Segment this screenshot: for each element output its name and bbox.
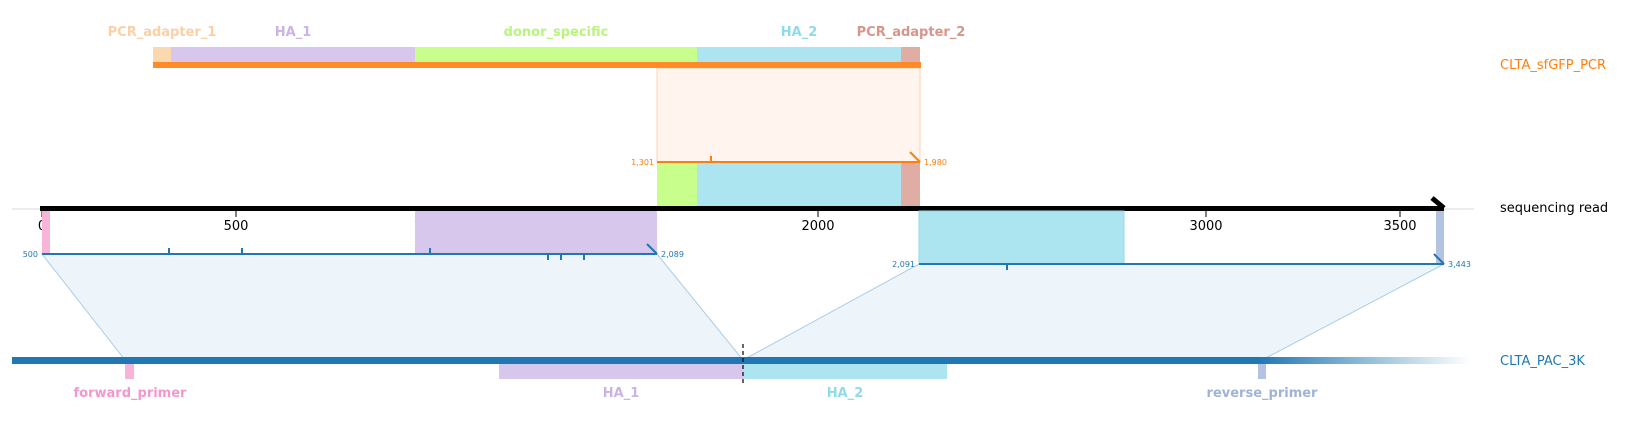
read-feature-donor-specific [657,162,697,207]
pcr-feature-ha-2 [697,47,901,62]
axis-tick-label: 500 [224,219,249,234]
pcr-feature-label-pcr-adapter-1: PCR_adapter_1 [108,25,217,40]
pcr-alignment: 1,301 1,980 [631,151,947,207]
pcr-alignment-start: 1,301 [631,158,654,167]
pcr-feature-label-pcr-adapter-2: PCR_adapter_2 [857,25,966,40]
target-feature-forward-primer [125,364,134,379]
target-alignment-arrow-2 [1433,253,1445,265]
target-alignment-arrow-1 [646,243,658,255]
target-alignment-2-start: 2,091 [892,260,915,269]
target-feature-label-reverse-primer: reverse_primer [1207,386,1319,401]
read-feature-pcr-adapter-2 [901,162,920,207]
target-alignment-shade-1 [40,253,745,361]
target-alignment-2-end: 3,443 [1448,260,1471,269]
read-feature-reverse-primer [1436,211,1444,264]
read-feature-forward-primer [42,211,50,254]
read-name: sequencing read [1500,201,1608,216]
axis-tick-label: 3000 [1189,219,1222,234]
target-feature-label-ha-2: HA_2 [827,386,864,401]
target-reference-bar-fade [1258,357,1470,364]
target-reference-bar [12,357,1258,364]
target-alignment-1-start: 500 [23,250,38,259]
axis-tick-label: 3500 [1383,219,1416,234]
read-feature-ha-2-lower [918,210,1125,265]
target-feature-reverse-primer [1258,364,1266,379]
target-alignment-1-end: 2,089 [661,250,684,259]
pcr-feature-ha-1 [171,47,415,62]
target-feature-label-forward-primer: forward_primer [74,386,188,401]
pcr-feature-pcr-adapter-2 [901,47,920,62]
pcr-reference-name: CLTA_sfGFP_PCR [1500,58,1606,73]
target-alignment-shade-2 [742,263,1445,361]
pcr-feature-label-ha-1: HA_1 [275,25,312,40]
read-axis-ticks: 0 500 1000 1500 2000 2500 3000 3500 [38,211,1417,234]
target-alignments: 500 2,089 2,091 3,443 [23,210,1471,270]
target-feature-ha-1 [499,364,743,379]
read-bar [40,206,1444,211]
target-reference-name: CLTA_PAC_3K [1500,354,1585,369]
target-feature-label-ha-1: HA_1 [603,386,640,401]
pcr-reference-bar [153,62,921,68]
pcr-feature-pcr-adapter-1 [153,47,171,62]
read-feature-ha-2-upper [697,162,901,207]
read-feature-ha-1 [415,211,657,254]
pcr-reference-track: PCR_adapter_1 HA_1 donor_specific HA_2 P… [108,25,1606,73]
read-direction-arrow [1430,196,1446,210]
pcr-alignment-shade [656,67,921,163]
pcr-feature-donor-specific [415,47,697,62]
target-reference-track: forward_primer HA_1 HA_2 reverse_primer … [12,344,1585,401]
pcr-alignment-arrow [909,151,921,163]
axis-tick-label: 2000 [801,219,834,234]
pcr-feature-label-ha-2: HA_2 [781,25,818,40]
pcr-feature-label-donor-specific: donor_specific [504,25,609,40]
pcr-alignment-end: 1,980 [924,158,947,167]
target-feature-ha-2 [743,364,947,379]
